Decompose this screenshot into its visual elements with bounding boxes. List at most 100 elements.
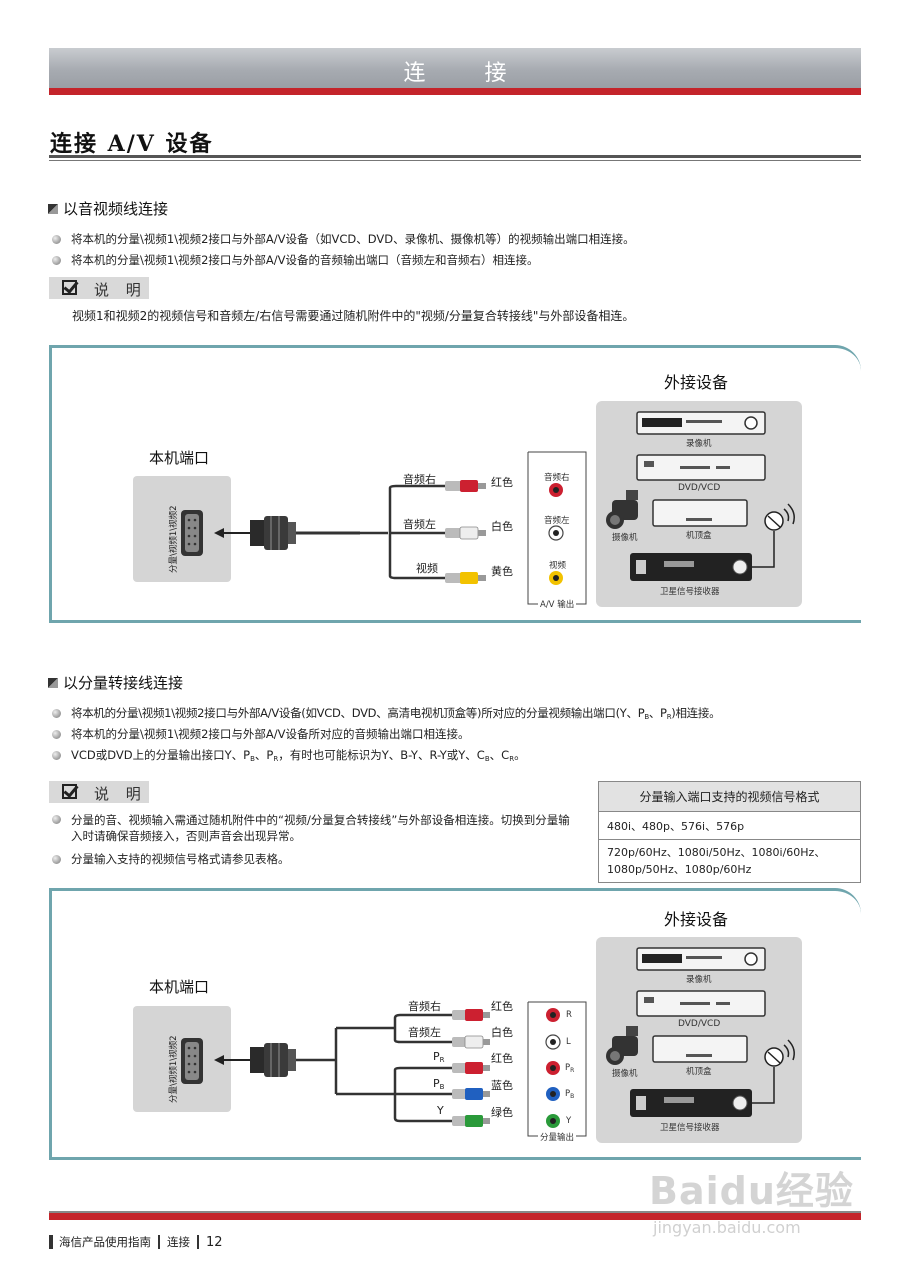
output-label: 分量输出: [538, 1131, 577, 1143]
cable-color-label: 黄色: [491, 565, 513, 578]
note-label: 说 明: [94, 281, 147, 299]
camcorder-icon: [606, 490, 638, 529]
bullet-icon: [52, 815, 61, 824]
jack-label: Y: [566, 1116, 572, 1126]
bullet-icon: [52, 751, 61, 760]
cable-color-label: 绿色: [491, 1106, 513, 1119]
device-label: 摄像机: [612, 533, 638, 543]
dvd-player-icon: [636, 990, 766, 1017]
page-number: 12: [206, 1234, 223, 1250]
device-label: 摄像机: [612, 1069, 638, 1079]
jack-label: L: [566, 1037, 571, 1047]
baidu-watermark: Baidu经验 jingyan.baidu.com: [645, 1140, 865, 1250]
vcr-icon: [636, 947, 766, 971]
cable-color-label: 红色: [491, 476, 513, 489]
watermark-logo: Baidu经验: [649, 1169, 854, 1213]
dvd-player-icon: [636, 454, 766, 481]
footer-accent-bar: [49, 1213, 861, 1220]
vga-port-icon: [181, 1038, 203, 1084]
cable-label: PR: [433, 1050, 445, 1064]
camcorder-icon: [606, 1026, 638, 1065]
page-footer: 海信产品使用指南 连接 12: [49, 1234, 223, 1250]
list-item: VCD或DVD上的分量输出接口Y、PB、PR，有时也可能标识为Y、B-Y、R-Y…: [52, 747, 526, 767]
bullet-icon: [52, 855, 61, 864]
signal-format-table: 分量输入端口支持的视频信号格式 480i、480p、576i、576p 720p…: [598, 781, 861, 883]
checkbox-icon: [62, 784, 77, 799]
device-label: 录像机: [686, 975, 712, 985]
bullet-icon: [52, 256, 61, 265]
device-label: 机顶盒: [686, 1067, 712, 1077]
cable-label: 视频: [416, 562, 438, 575]
jack-label: 音频左: [544, 516, 570, 526]
rca-jack-red-icon: [546, 1061, 560, 1075]
rca-jack-red-icon: [546, 1008, 560, 1022]
checkbox-icon: [62, 280, 77, 295]
page-title: 连接 A/V 设备: [50, 131, 214, 157]
local-port-title: 本机端口: [149, 449, 210, 467]
rca-jack-green-icon: [546, 1114, 560, 1128]
section-heading-av: 以音视频线连接: [48, 198, 168, 219]
rca-plug-green-icon: [452, 1115, 490, 1127]
rca-jack-blue-icon: [546, 1087, 560, 1101]
satellite-receiver-icon: [630, 1089, 752, 1117]
chapter-header: 连 接: [49, 48, 861, 88]
cable-label: Y: [437, 1104, 444, 1117]
satellite-dish-icon: [752, 1039, 795, 1104]
output-label: A/V 输出: [538, 598, 577, 610]
rca-plug-white-icon: [452, 1035, 490, 1049]
note-tag: 说 明: [49, 781, 149, 803]
table-row: 480i、480p、576i、576p: [598, 811, 861, 840]
section-heading-component: 以分量转接线连接: [48, 672, 183, 693]
list-item: 分量输入支持的视频信号格式请参见表格。: [52, 851, 290, 867]
footer-section: 连接: [167, 1235, 190, 1249]
cable-label: 音频右: [403, 473, 436, 486]
device-label: DVD/VCD: [678, 483, 721, 493]
set-top-box-icon: [652, 1035, 748, 1063]
jack-label: R: [566, 1010, 572, 1020]
rca-plug-yellow-icon: [445, 572, 486, 584]
vga-port-icon: [181, 510, 203, 556]
device-label: 卫星信号接收器: [660, 587, 720, 597]
list-item: 将本机的分量\视频1\视频2接口与外部A/V设备的音频输出端口（音频左和音频右）…: [52, 252, 539, 268]
rca-jack-white-icon: [548, 525, 564, 541]
vga-plug-icon: [250, 516, 296, 550]
list-item: 将本机的分量\视频1\视频2接口与外部A/V设备（如VCD、DVD、录像机、摄像…: [52, 231, 635, 247]
vcr-icon: [636, 411, 766, 435]
watermark-url: jingyan.baidu.com: [653, 1218, 801, 1237]
external-devices-title: 外接设备: [664, 373, 729, 392]
rca-jack-white-icon: [545, 1034, 561, 1050]
header-accent-bar: [49, 88, 861, 95]
footer-divider: [49, 1211, 861, 1213]
set-top-box-icon: [652, 499, 748, 527]
local-port-title: 本机端口: [149, 978, 210, 996]
rca-jack-red-icon: [549, 483, 563, 497]
note-label: 说 明: [94, 785, 147, 803]
rca-plug-red-icon: [452, 1009, 490, 1021]
bullet-icon: [52, 235, 61, 244]
section-square-icon: [48, 678, 58, 688]
rca-plug-red-icon: [445, 480, 486, 492]
cable-color-label: 红色: [491, 1000, 513, 1013]
cable-label: 音频左: [408, 1026, 441, 1039]
device-label: DVD/VCD: [678, 1019, 721, 1029]
jack-label: 音频右: [544, 473, 570, 483]
list-item: 将本机的分量\视频1\视频2接口与外部A/V设备(如VCD、DVD、高清电视机顶…: [52, 705, 721, 725]
rca-plug-white-icon: [445, 526, 486, 540]
jack-label: PB: [565, 1089, 575, 1100]
list-item: 分量的音、视频输入需通过随机附件中的“视频/分量复合转接线”与外部设备相连接。切…: [52, 812, 582, 844]
cable-label: 音频右: [408, 1000, 441, 1013]
list-item: 将本机的分量\视频1\视频2接口与外部A/V设备所对应的音频输出端口相连接。: [52, 726, 470, 742]
device-label: 机顶盒: [686, 531, 712, 541]
device-label: 卫星信号接收器: [660, 1123, 720, 1133]
section-square-icon: [48, 204, 58, 214]
chapter-title: 连 接: [403, 61, 533, 86]
title-divider-thin: [49, 160, 861, 161]
note-text: 视频1和视频2的视频信号和音频左/右信号需要通过随机附件中的"视频/分量复合转接…: [72, 309, 635, 323]
title-divider: [49, 155, 861, 158]
jack-label: 视频: [549, 561, 567, 571]
note-tag: 说 明: [49, 277, 149, 299]
satellite-dish-icon: [752, 503, 795, 568]
bullet-icon: [52, 730, 61, 739]
cable-label: PB: [433, 1077, 445, 1091]
